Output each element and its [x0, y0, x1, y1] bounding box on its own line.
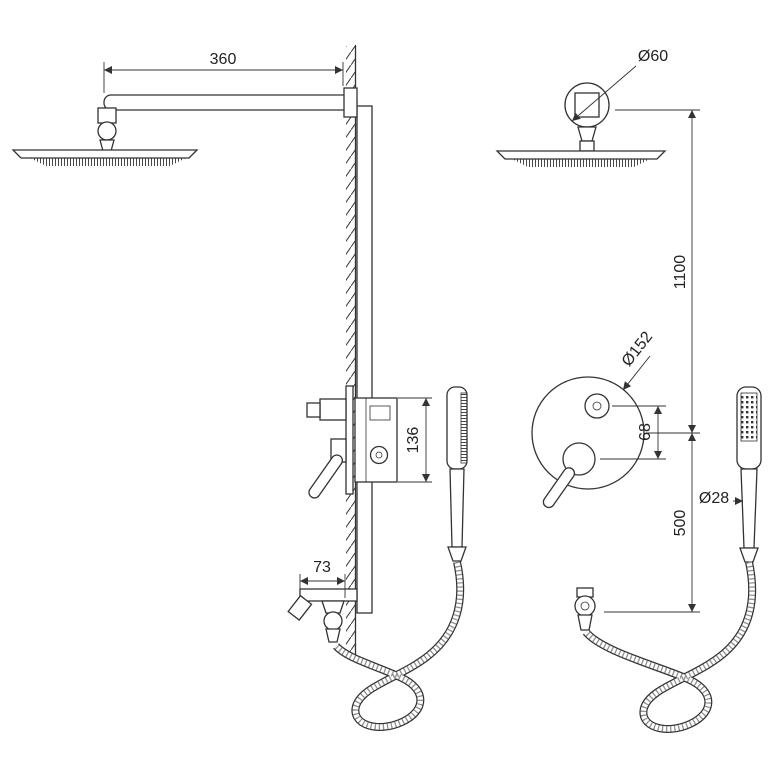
shower-hose-side: [333, 561, 465, 731]
mixer-handle-side: [308, 454, 343, 499]
diverter-knob-side: [319, 398, 347, 421]
trim-plate-side: [345, 385, 354, 495]
wall-hatching: [346, 46, 355, 654]
spout-tip: [287, 594, 313, 621]
arm-wall-flange: [343, 87, 358, 118]
dimension-valve-height: 136: [398, 397, 432, 483]
dim-label-d28: Ø28: [699, 490, 729, 507]
hand-shower-face-front: [740, 392, 758, 442]
front-view: Ø60 Ø152 68: [495, 48, 762, 733]
spray-face-front: [512, 159, 650, 167]
outlet-ball-side: [323, 611, 343, 631]
ball-joint-sphere: [97, 121, 117, 141]
hand-shower-side: [446, 386, 468, 562]
dim-label-360: 360: [210, 51, 237, 68]
shower-arm: [103, 94, 358, 111]
mixer-valve-side: [306, 385, 398, 499]
hose-ribbing: [583, 561, 755, 732]
hose-outlet-side: [287, 588, 358, 643]
dimension-spout-projection: 73: [299, 559, 346, 598]
dimension-flange-diameter: Ø60: [571, 48, 668, 122]
mixer-plate-front: [531, 376, 645, 509]
dimension-lower-height: 500: [604, 433, 700, 613]
dim-label-d152: Ø152: [619, 328, 657, 369]
overhead-shower-side: [11, 149, 199, 159]
valve-body: [354, 397, 398, 483]
hand-shower-handle-side: [449, 468, 465, 548]
outlet-body-side: [299, 588, 358, 602]
arm-flange-front: [564, 82, 610, 152]
dim-label-500: 500: [672, 510, 689, 537]
hand-shower-front: [736, 386, 762, 563]
dimension-plate-diameter: Ø152: [619, 328, 657, 391]
hose-ribbing: [333, 561, 463, 730]
arm-ball-joint: [97, 107, 117, 152]
hose-nut-front: [739, 547, 759, 563]
shower-hose-front: [582, 561, 757, 733]
riser-pipe: [356, 105, 373, 614]
mixer-handle-front: [542, 467, 576, 509]
dim-label-68: 68: [637, 423, 654, 441]
leader-line: [622, 355, 651, 391]
flange-square: [574, 92, 600, 118]
dim-label-136: 136: [405, 427, 422, 454]
hose-nut-side: [447, 546, 467, 562]
dimension-knob-offset: 68: [600, 405, 666, 460]
dimension-upper-height: 1100: [615, 109, 700, 434]
handle-base-front: [562, 442, 596, 476]
hand-shower-face-side: [460, 392, 468, 464]
dim-label-73: 73: [313, 559, 331, 576]
dimension-arm-length: 360: [103, 51, 344, 93]
valve-cartridge: [369, 445, 389, 465]
dim-label-d60: Ø60: [638, 48, 668, 65]
trim-plate-circle: [531, 376, 645, 490]
dim-label-1100: 1100: [672, 255, 689, 290]
side-view: 360 136 73: [11, 45, 468, 731]
leader-line: [571, 65, 637, 122]
outlet-ball-front: [574, 595, 596, 617]
dimension-wand-diameter: Ø28: [699, 490, 743, 507]
hose-outlet-front: [574, 587, 596, 631]
hand-shower-handle-front: [740, 468, 758, 549]
overhead-shower-front: [495, 150, 667, 160]
diverter-knob-front: [584, 393, 610, 419]
spray-face-side: [30, 158, 186, 166]
